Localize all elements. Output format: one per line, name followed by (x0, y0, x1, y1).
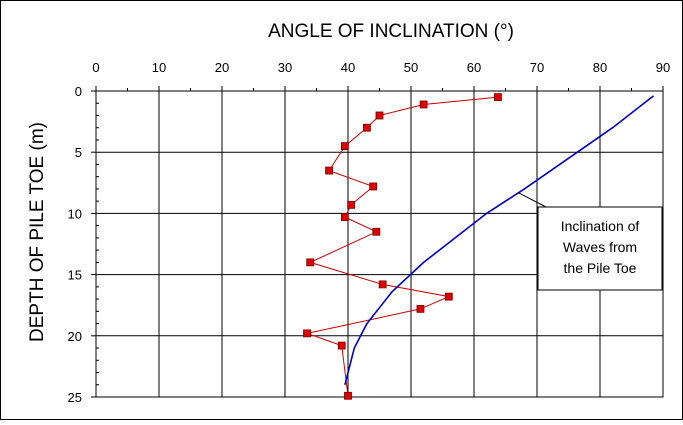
y-tick-label: 25 (68, 390, 82, 405)
series-2-line (344, 95, 654, 385)
x-tick-label: 50 (404, 60, 418, 75)
series-1-point (306, 258, 315, 267)
series-1-point (340, 142, 349, 150)
x-tick-label: 0 (92, 60, 99, 75)
y-tick-label: 5 (75, 145, 82, 160)
series-1-point (362, 123, 371, 132)
plot-area (95, 90, 664, 398)
annotation-text-line: Waves from (563, 239, 637, 255)
annotation-text-line: the Pile Toe (564, 260, 637, 276)
series-1-point (344, 391, 352, 400)
series-1-point (378, 280, 387, 289)
chart-title: ANGLE OF INCLINATION (°) (268, 21, 514, 42)
x-tick-label: 90 (656, 60, 670, 75)
x-tick-label: 10 (152, 60, 166, 75)
series-1-point (340, 213, 349, 221)
annotation-box (537, 206, 663, 291)
y-axis-label: DEPTH OF PILE TOE (m) (27, 122, 48, 342)
y-tick-label: 20 (68, 329, 82, 344)
y-tick-label: 0 (75, 84, 82, 99)
series-1-point (444, 292, 453, 301)
gridlines (91, 86, 664, 398)
series-1-point (416, 304, 425, 313)
series-1-point (372, 227, 381, 236)
x-tick-label: 30 (278, 60, 292, 75)
x-tick-label: 20 (215, 60, 229, 75)
series-1-point (325, 166, 334, 175)
x-tick-label: 60 (467, 60, 481, 75)
annotation-leader-line (517, 192, 547, 208)
series-1-point (419, 100, 428, 109)
y-tick-label: 10 (68, 206, 82, 221)
series-1-point (375, 111, 384, 120)
series-1-point (303, 329, 311, 338)
series-1-point (369, 182, 378, 191)
y-tick-labels: 0 5 10 15 20 25 (68, 84, 82, 405)
annotation-text-line: Inclination of (561, 218, 640, 234)
series-1-point (337, 341, 346, 350)
series-1-point (494, 93, 502, 102)
x-tick-label: 80 (593, 60, 607, 75)
x-tick-labels: 0 10 20 30 40 50 60 70 80 90 (92, 60, 670, 75)
annotation: Inclination of Waves from the Pile Toe (517, 192, 663, 291)
y-tick-label: 15 (68, 268, 82, 283)
data-series (303, 93, 654, 400)
x-tick-label: 70 (530, 60, 544, 75)
x-tick-label: 40 (341, 60, 355, 75)
series-1-point (347, 200, 356, 209)
